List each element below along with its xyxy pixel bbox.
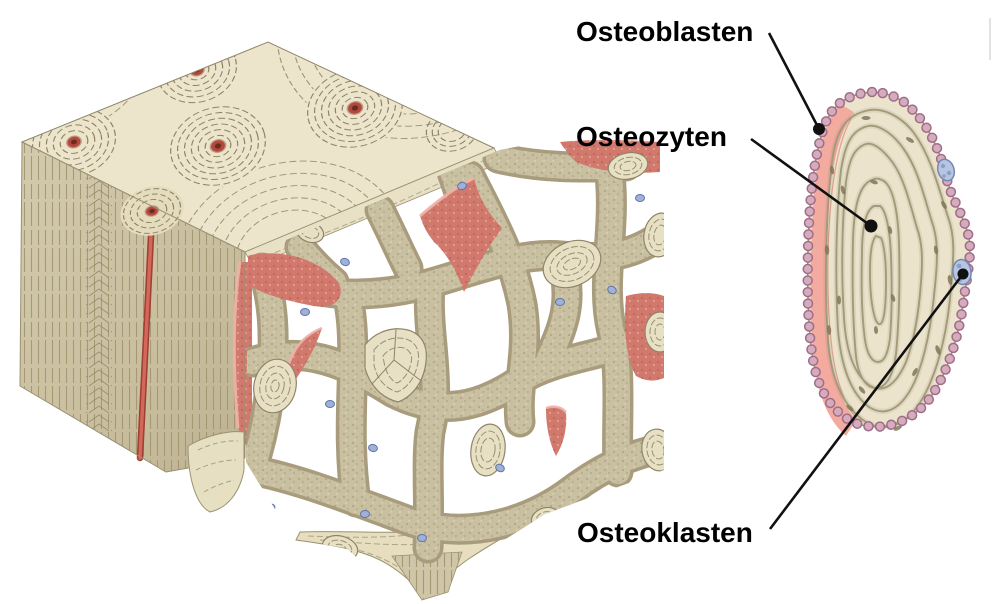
marrow-seam — [232, 261, 252, 458]
compact-bone-left-face — [19, 141, 252, 473]
haversian-canal — [136, 212, 156, 462]
trabecula-cut-end — [542, 239, 602, 289]
pointer-osteoklasten — [768, 268, 969, 530]
trabecula-corner-cut — [364, 328, 427, 403]
osteon — [167, 104, 269, 188]
osteoid-band — [810, 104, 856, 436]
pointer-osteozyten — [750, 137, 878, 233]
lamella-band — [86, 150, 112, 472]
label-osteoblasten: Osteoblasten — [576, 16, 754, 47]
label-osteozyten: Osteozyten — [576, 121, 727, 152]
osteoclast-cell-upper — [936, 158, 956, 182]
osteocyte-spots — [824, 116, 953, 431]
pointer-lines — [750, 32, 969, 530]
label-osteoklasten: Osteoklasten — [577, 517, 753, 548]
pointer-osteoblasten — [767, 32, 825, 135]
trabecula-cross-section — [808, 92, 973, 436]
